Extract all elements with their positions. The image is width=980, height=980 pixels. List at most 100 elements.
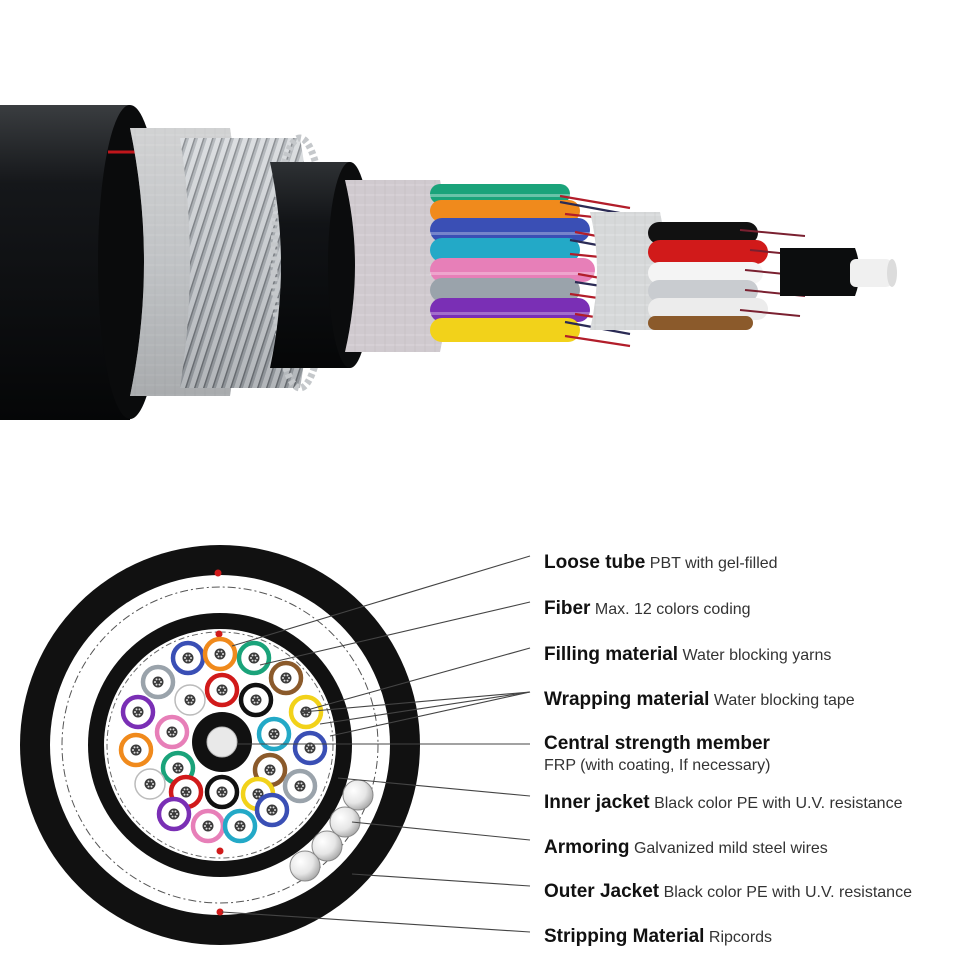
fiber xyxy=(267,766,270,769)
fiber xyxy=(135,713,138,716)
fiber xyxy=(140,711,142,713)
fiber xyxy=(174,810,177,813)
fiber xyxy=(208,822,211,825)
leader-fiber xyxy=(259,601,531,666)
fiber xyxy=(255,795,258,798)
fiber xyxy=(269,806,272,809)
inner-loose-tubes-3d xyxy=(648,222,768,330)
leader-loose-tube xyxy=(231,555,531,647)
fiber xyxy=(256,696,259,699)
fiber xyxy=(190,696,193,699)
fiber xyxy=(242,825,244,827)
fiber xyxy=(272,811,275,814)
fiber xyxy=(180,767,182,769)
fiber xyxy=(276,733,278,735)
fiber xyxy=(158,678,161,681)
fiber xyxy=(132,749,134,751)
fiber xyxy=(186,793,189,796)
fiber-bundle xyxy=(248,652,260,664)
fiber xyxy=(300,787,303,790)
central-strength-member-3d xyxy=(850,259,892,287)
fiber xyxy=(218,689,220,691)
cable-cutaway-view xyxy=(0,105,897,420)
fiber xyxy=(178,769,181,772)
fiber xyxy=(254,793,256,795)
fiber xyxy=(150,780,153,783)
fiber-bundle xyxy=(132,706,144,718)
inner-tape-2-3d xyxy=(590,212,666,330)
fiber xyxy=(188,654,191,657)
fiber xyxy=(155,683,158,686)
armor-wire xyxy=(289,850,321,882)
fiber xyxy=(186,699,188,701)
fiber xyxy=(310,744,313,747)
fiber xyxy=(302,785,304,787)
fiber xyxy=(190,657,192,659)
fiber xyxy=(172,733,175,736)
fiber xyxy=(138,749,140,751)
fiber xyxy=(240,827,243,830)
fiber xyxy=(204,825,206,827)
fiber xyxy=(186,788,189,791)
fiber xyxy=(138,713,141,716)
fiber xyxy=(222,686,225,689)
fiber xyxy=(286,674,289,677)
fiber xyxy=(182,791,184,793)
fiber xyxy=(169,733,172,736)
fiber xyxy=(219,793,222,796)
fiber xyxy=(219,691,222,694)
fiber xyxy=(171,810,174,813)
fiber-bundle xyxy=(266,804,278,816)
fiber-bundle xyxy=(130,744,142,756)
fiber-bundle xyxy=(168,808,180,820)
fiber xyxy=(253,701,256,704)
fiber xyxy=(237,822,240,825)
fiber xyxy=(220,655,223,658)
fiber-bundle xyxy=(166,726,178,738)
fiber xyxy=(174,767,176,769)
fiber xyxy=(274,809,276,811)
fiber xyxy=(205,827,208,830)
fiber xyxy=(172,728,175,731)
fiber xyxy=(171,815,174,818)
fiber xyxy=(138,708,141,711)
leader-lines xyxy=(221,555,531,933)
fiber xyxy=(296,785,298,787)
fiber xyxy=(218,791,220,793)
leader-armoring xyxy=(351,821,531,841)
fiber-bundle xyxy=(216,684,228,696)
fiber xyxy=(286,679,289,682)
fiber xyxy=(217,655,220,658)
fiber xyxy=(169,728,172,731)
fiber xyxy=(224,689,226,691)
fiber-bundle xyxy=(184,694,196,706)
fiber xyxy=(210,825,212,827)
fiber-bundle xyxy=(214,648,226,660)
fiber xyxy=(178,764,181,767)
fiber xyxy=(300,782,303,785)
central-member-jacket-3d xyxy=(780,248,860,296)
fiber xyxy=(174,731,176,733)
fiber xyxy=(205,822,208,825)
fiber xyxy=(274,730,277,733)
fiber xyxy=(134,711,136,713)
fiber xyxy=(307,744,310,747)
fiber xyxy=(283,679,286,682)
fiber xyxy=(176,813,178,815)
fiber xyxy=(185,659,188,662)
fiber xyxy=(297,782,300,785)
fiber-bundle xyxy=(202,820,214,832)
fiber xyxy=(224,791,226,793)
fiber-bundle xyxy=(304,742,316,754)
ripcord xyxy=(215,630,223,638)
fiber xyxy=(175,764,178,767)
leader-filling xyxy=(299,647,531,713)
fiber xyxy=(268,809,270,811)
fiber xyxy=(184,657,186,659)
fiber xyxy=(306,747,308,749)
fiber xyxy=(255,790,258,793)
leader-wrapping-3 xyxy=(329,691,531,737)
fiber xyxy=(258,795,261,798)
fiber-bundle xyxy=(180,786,192,798)
ripcord xyxy=(214,569,222,577)
